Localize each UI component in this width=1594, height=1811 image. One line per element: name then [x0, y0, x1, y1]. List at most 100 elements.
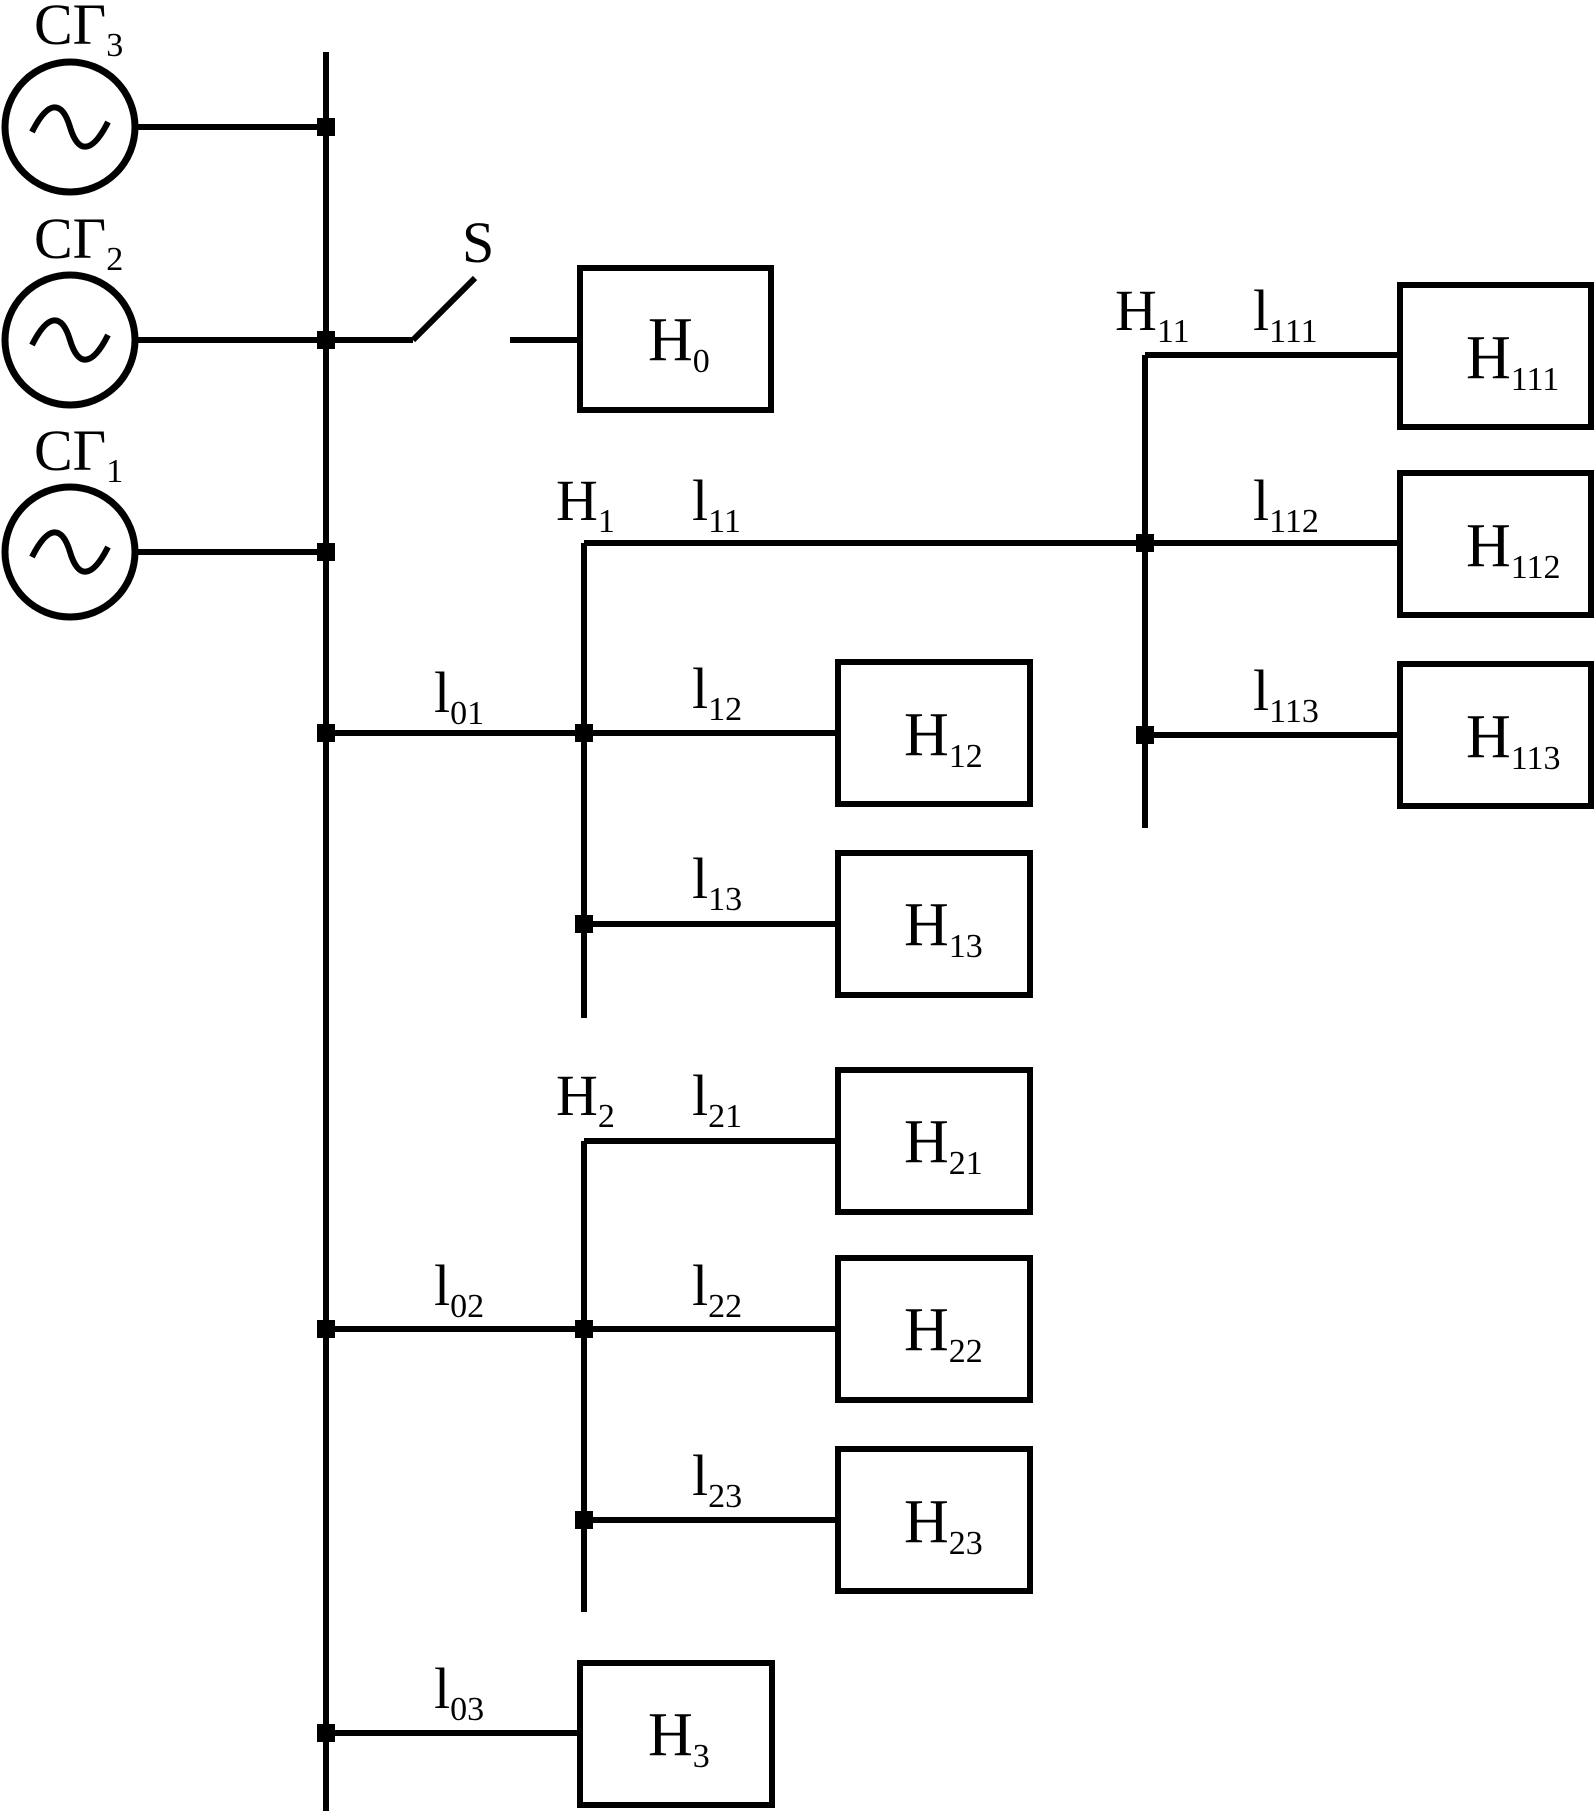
- svg-text:l23: l23: [692, 1443, 742, 1515]
- svg-text:l21: l21: [692, 1063, 742, 1135]
- line-l12-sub: 12: [708, 691, 742, 728]
- line-l111-label: l: [1253, 278, 1269, 343]
- load-h13-box: [835, 850, 1033, 998]
- load-h23-sub: 23: [949, 1525, 983, 1562]
- svg-text:l12: l12: [692, 656, 742, 728]
- load-h13-label: H: [904, 891, 949, 959]
- load-h111-sub: 111: [1511, 361, 1559, 398]
- load-h3-label: H: [648, 1701, 693, 1769]
- svg-text:H1: H1: [556, 468, 615, 540]
- svg-text:СГ3: СГ3: [34, 0, 123, 64]
- load-h21-label: H: [904, 1108, 949, 1176]
- junctions: [317, 118, 1154, 1742]
- svg-text:H0: H0: [648, 306, 710, 380]
- load-h112: H112: [1397, 470, 1594, 618]
- load-h23: H23: [835, 1446, 1033, 1594]
- generator-1: СГ1: [1, 418, 326, 621]
- switch-blade: [410, 275, 478, 343]
- svg-text:H112: H112: [1466, 512, 1561, 586]
- svg-text:H13: H13: [904, 891, 983, 965]
- load-h0-sub: 0: [693, 343, 710, 380]
- load-h3-sub: 3: [693, 1738, 710, 1775]
- line-l02-sub: 02: [450, 1288, 484, 1325]
- line-l02-label: l: [434, 1253, 450, 1318]
- load-h23-box: [835, 1446, 1033, 1594]
- load-h13: H13: [835, 850, 1033, 998]
- line-l113-label: l: [1253, 658, 1269, 723]
- generator-3: СГ3: [1, 0, 326, 196]
- switch-s: S: [326, 210, 580, 343]
- line-l13-label: l: [692, 846, 708, 911]
- load-h113-label: H: [1466, 703, 1511, 771]
- line-l11-sub: 11: [708, 503, 741, 540]
- load-h113-box: [1397, 661, 1594, 809]
- load-h112-sub: 112: [1511, 549, 1561, 586]
- svg-text:l22: l22: [692, 1253, 742, 1325]
- load-h0-box: [577, 265, 774, 413]
- node-h2-label: H: [556, 1063, 598, 1128]
- load-h3-box: [577, 1660, 775, 1808]
- line-l22-sub: 22: [708, 1288, 742, 1325]
- load-h13-sub: 13: [949, 928, 983, 965]
- load-h0: H0: [577, 265, 774, 413]
- load-h21-sub: 21: [949, 1145, 983, 1182]
- svg-text:H11: H11: [1115, 278, 1190, 350]
- load-h111-box: [1397, 282, 1594, 430]
- junction-dot: [317, 1724, 335, 1742]
- load-h22-box: [835, 1255, 1033, 1403]
- junction-dot: [575, 915, 593, 933]
- load-h21: H21: [835, 1067, 1033, 1215]
- load-h3: H3: [577, 1660, 775, 1808]
- line-l01-label: l: [434, 660, 450, 725]
- load-h111: H111: [1397, 282, 1594, 430]
- line-l23-sub: 23: [708, 1478, 742, 1515]
- node-h11-label: H: [1115, 278, 1157, 343]
- generator-2-label: СГ: [34, 206, 106, 271]
- generator-3-sub: 3: [106, 27, 123, 64]
- line-l03-sub: 03: [450, 1691, 484, 1728]
- load-h12-box: [835, 659, 1033, 807]
- svg-text:H3: H3: [648, 1701, 710, 1775]
- line-l21-sub: 21: [708, 1098, 742, 1135]
- generator-1-label: СГ: [34, 418, 106, 483]
- junction-dot: [575, 1320, 593, 1338]
- load-h22: H22: [835, 1255, 1033, 1403]
- junction-dot: [575, 1511, 593, 1529]
- line-l23-label: l: [692, 1443, 708, 1508]
- load-h22-sub: 22: [949, 1333, 983, 1370]
- junction-dot: [317, 1320, 335, 1338]
- line-l111-sub: 111: [1269, 313, 1317, 350]
- svg-text:l03: l03: [434, 1656, 484, 1728]
- svg-text:l113: l113: [1253, 658, 1319, 730]
- svg-text:H111: H111: [1466, 324, 1559, 398]
- svg-text:l112: l112: [1253, 468, 1319, 540]
- load-h0-label: H: [648, 306, 693, 374]
- svg-text:СГ1: СГ1: [34, 418, 123, 490]
- svg-text:H23: H23: [904, 1488, 983, 1562]
- svg-text:H12: H12: [904, 701, 983, 775]
- node-h1-label: H: [556, 468, 598, 533]
- ac-wave-icon: [29, 317, 111, 363]
- line-l12-label: l: [692, 656, 708, 721]
- line-l112-label: l: [1253, 468, 1269, 533]
- load-h12-sub: 12: [949, 738, 983, 775]
- ac-wave-icon: [29, 529, 111, 575]
- junction-dot: [317, 331, 335, 349]
- svg-text:l02: l02: [434, 1253, 484, 1325]
- svg-text:l111: l111: [1253, 278, 1318, 350]
- svg-text:l13: l13: [692, 846, 742, 918]
- generator-2: СГ2: [1, 206, 326, 409]
- load-h111-label: H: [1466, 324, 1511, 392]
- load-h22-label: H: [904, 1296, 949, 1364]
- node-h11-sub: 11: [1157, 313, 1190, 350]
- ac-wave-icon: [29, 104, 111, 150]
- line-l01-sub: 01: [450, 695, 484, 732]
- line-l22-label: l: [692, 1253, 708, 1318]
- junction-dot: [317, 118, 335, 136]
- junction-dot: [317, 543, 335, 561]
- line-l13-sub: 13: [708, 881, 742, 918]
- load-h21-box: [835, 1067, 1033, 1215]
- svg-text:l01: l01: [434, 660, 484, 732]
- svg-text:H21: H21: [904, 1108, 983, 1182]
